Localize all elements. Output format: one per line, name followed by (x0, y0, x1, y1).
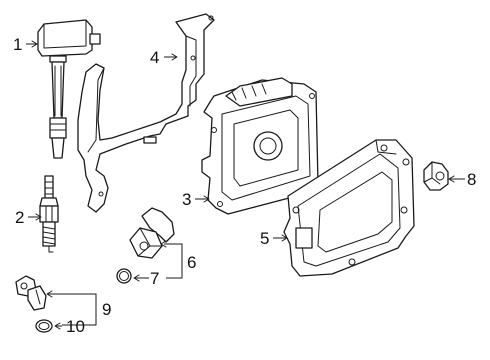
callout-labels: 1 2 3 4 5 6 7 8 9 10 (13, 35, 476, 336)
callout-9: 9 (102, 300, 111, 319)
callout-4: 4 (150, 48, 159, 67)
cam-position-sensor (129, 207, 175, 259)
callout-5: 5 (260, 229, 269, 248)
callout-7: 7 (150, 269, 159, 288)
o-ring-10 (35, 319, 53, 333)
engine-control-module (201, 77, 319, 215)
callout-2: 2 (15, 208, 24, 227)
callout-3: 3 (182, 190, 191, 209)
leader-lines (26, 40, 465, 330)
callout-1: 1 (13, 35, 22, 54)
mounting-bracket (77, 13, 215, 213)
ignition-coil (37, 19, 101, 159)
crank-position-sensor (15, 275, 47, 311)
callout-8: 8 (467, 170, 476, 189)
small-sensor (423, 161, 449, 191)
spark-plug (39, 175, 59, 253)
ecm-holder (283, 139, 415, 277)
callout-10: 10 (66, 317, 85, 336)
o-ring-7 (116, 268, 132, 284)
callout-6: 6 (187, 253, 196, 272)
